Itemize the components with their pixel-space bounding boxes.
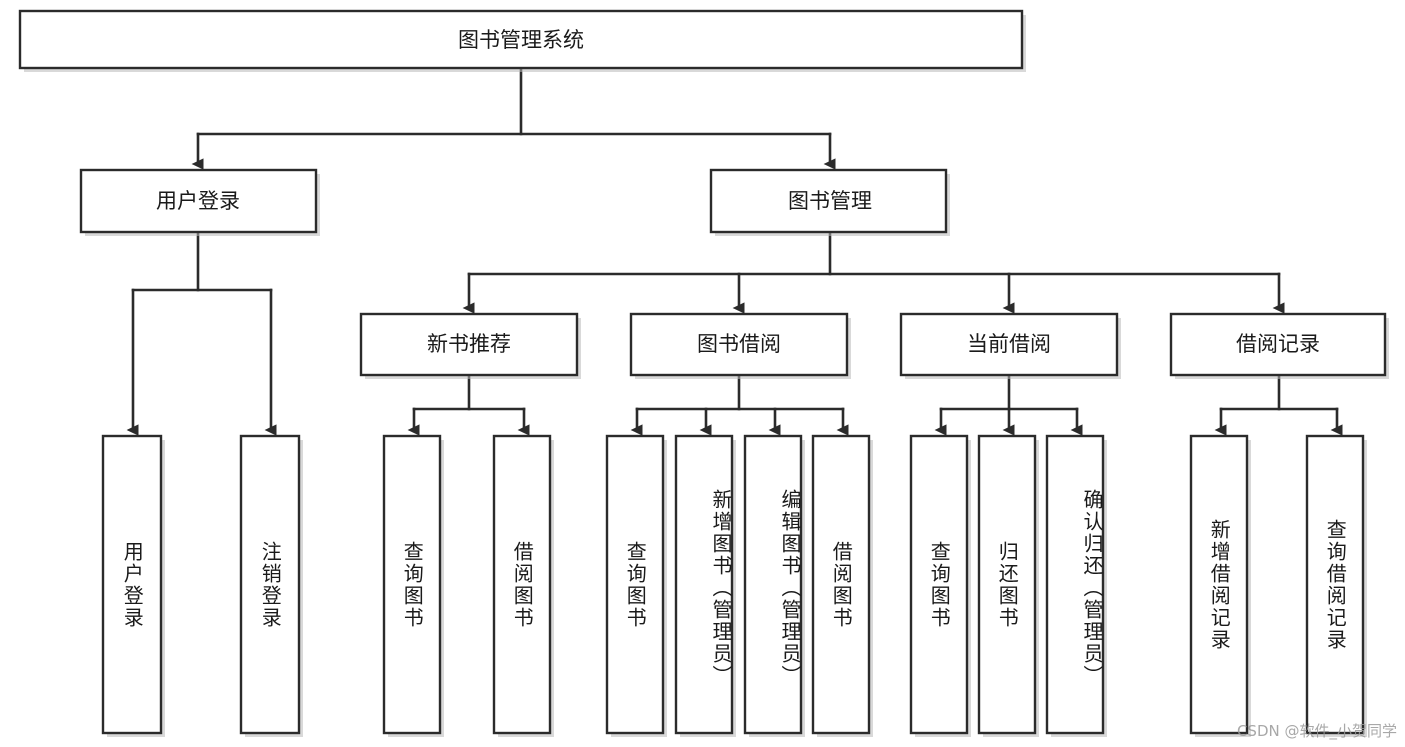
node-current-borrow-box[interactable] [899, 312, 1119, 377]
leaf-user-login-1-box[interactable] [101, 434, 163, 735]
node-new-book-box[interactable] [359, 312, 579, 377]
csdn-watermark: CSDN @软件_小贺同学 [1236, 722, 1397, 740]
node-user-login-box[interactable] [79, 168, 318, 234]
node-borrow-records-box[interactable] [1169, 312, 1387, 377]
leaf-borrow-records-2-box[interactable] [1305, 434, 1365, 735]
leaf-new-book-1-box[interactable] [382, 434, 442, 735]
leaf-book-borrow-4-box[interactable] [811, 434, 871, 735]
node-book-borrow-box[interactable] [629, 312, 849, 377]
node-user-login-label: 用户登录 [156, 189, 240, 213]
node-root-box[interactable] [18, 9, 1024, 70]
leaf-current-borrow-3-box[interactable] [1045, 434, 1105, 735]
horizontal-label-group: 图书管理系统 用户登录 图书管理 新书推荐 图书借阅 当前借阅 借阅记录 [156, 28, 1320, 356]
node-book-borrow-label: 图书借阅 [697, 332, 781, 356]
leaf-borrow-records-1-box[interactable] [1189, 434, 1249, 735]
node-current-borrow-label: 当前借阅 [967, 332, 1051, 356]
leaf-user-login-2-box[interactable] [239, 434, 301, 735]
node-root-label: 图书管理系统 [458, 28, 584, 52]
leaf-current-borrow-2-box[interactable] [977, 434, 1037, 735]
leaf-book-borrow-2-box[interactable] [674, 434, 734, 735]
leaf-new-book-2-box[interactable] [492, 434, 552, 735]
node-book-mgmt-label: 图书管理 [788, 189, 872, 213]
box-group [18, 9, 1387, 735]
leaf-book-borrow-1-box[interactable] [605, 434, 665, 735]
node-borrow-records-label: 借阅记录 [1236, 332, 1320, 356]
connector-group [126, 66, 1343, 436]
node-book-mgmt-box[interactable] [709, 168, 948, 234]
node-new-book-label: 新书推荐 [427, 332, 511, 356]
leaf-current-borrow-1-box[interactable] [909, 434, 969, 735]
leaf-book-borrow-3-box[interactable] [743, 434, 803, 735]
